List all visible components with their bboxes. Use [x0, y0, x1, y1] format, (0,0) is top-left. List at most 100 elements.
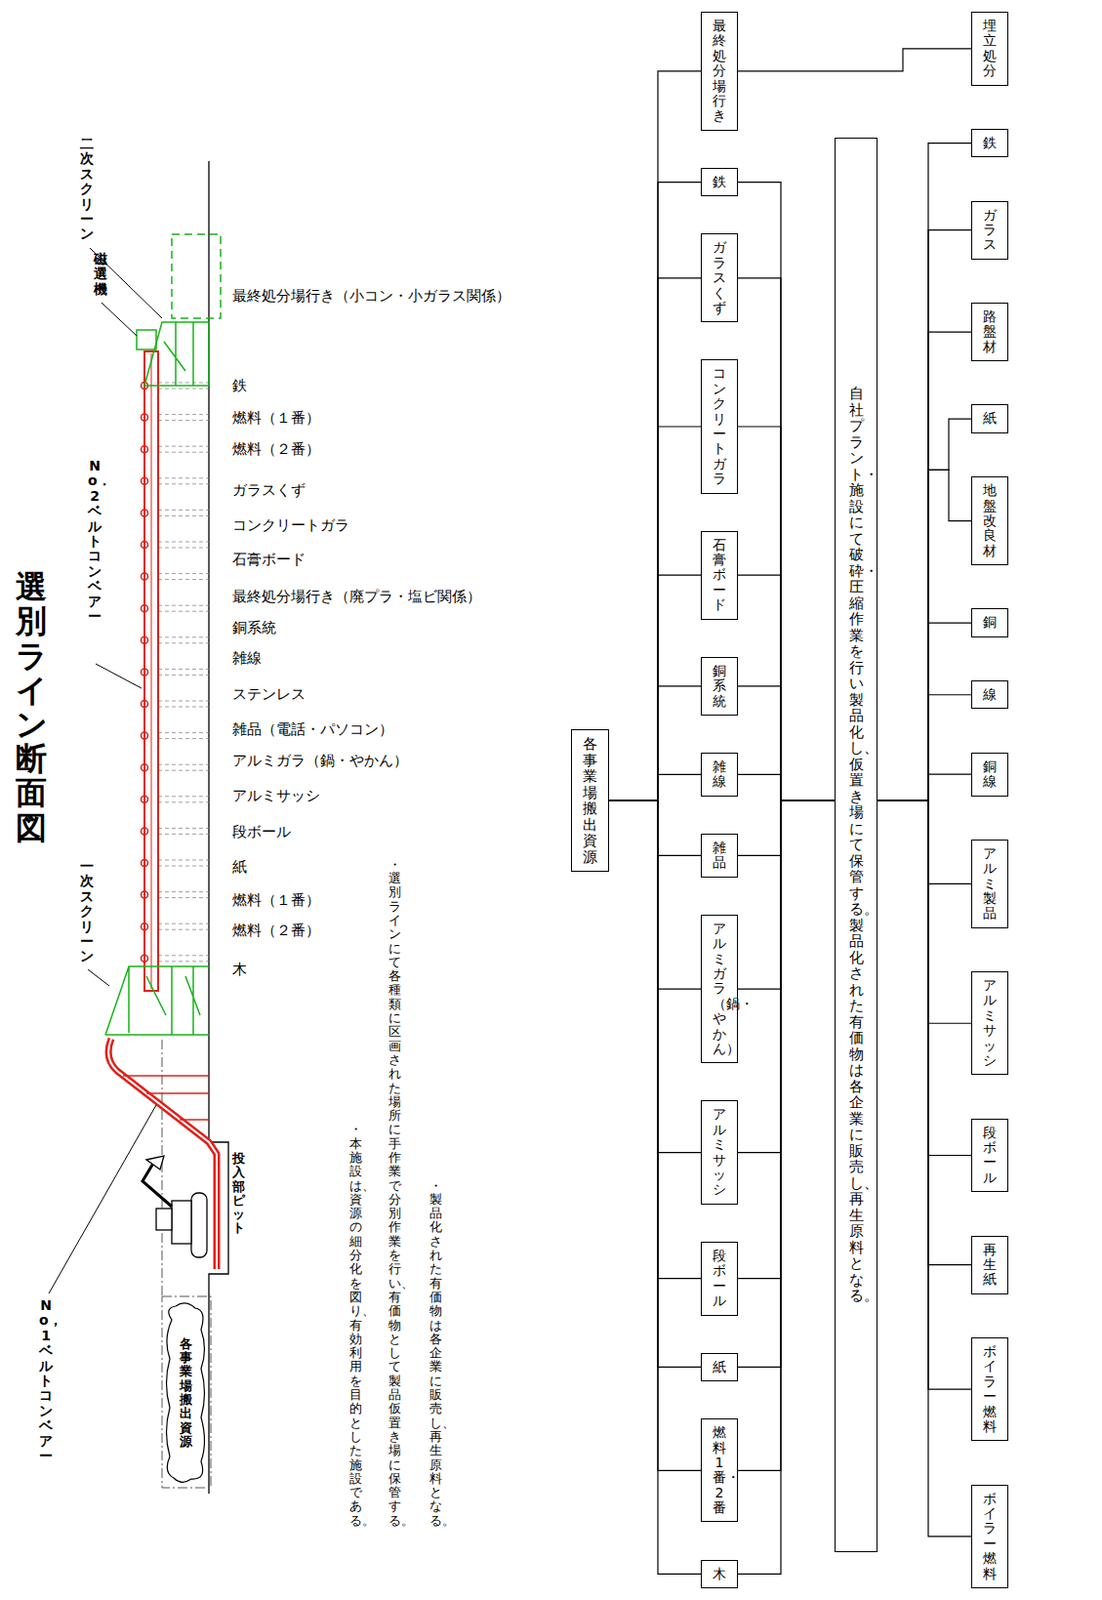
node-text: 銅線: [982, 759, 997, 790]
ground-line: [208, 161, 229, 1494]
connector-line: [609, 426, 702, 801]
node-text: 石膏 ボード: [712, 537, 727, 613]
process-band: 自社プラント・施設にて破砕・圧縮作業を行い製品化し、仮置き場にて保管する。製品化…: [834, 137, 878, 1552]
connector-line: [737, 774, 835, 801]
note-text: ・製品化された有価物は各企業に販売し、再生原料となる。: [429, 1179, 443, 1528]
node-text: 銅: [982, 614, 997, 630]
connector-line: [737, 800, 835, 1367]
connector-line: [609, 71, 702, 801]
leader-lines: [48, 247, 163, 1294]
callout-label: 投入部ピット: [232, 1151, 245, 1236]
station-label: 燃料（２番）: [232, 921, 321, 939]
product-box: 地盤改良材: [971, 476, 1009, 566]
callout-label: 二次スクリーン: [80, 136, 94, 243]
connector-line: [877, 800, 972, 1266]
node-text: ボイラー燃料: [982, 1491, 997, 1582]
category-box: 段ボール: [700, 1241, 738, 1316]
connector-line: [609, 800, 702, 1279]
connector-line: [609, 574, 702, 801]
stock-area-outline: [162, 1296, 211, 1488]
connector-line: [877, 143, 972, 801]
node-text: 段ボール: [712, 1248, 727, 1309]
connector-line: [609, 800, 702, 1470]
product-box: 鉄: [971, 128, 1009, 158]
station-label: 鉄: [232, 376, 247, 395]
connector-line: [877, 331, 972, 801]
node-text: アルミガラ （鍋・やかん）: [712, 921, 727, 1058]
connector-line: [737, 278, 835, 801]
node-text: アルミサッシ: [982, 978, 997, 1068]
product-box: ガラス: [971, 201, 1009, 260]
connector-line: [877, 469, 972, 801]
connector-line: [609, 278, 702, 801]
node-text: 線: [982, 687, 997, 702]
station-label: 石膏ボード: [232, 550, 306, 569]
node-text: 鉄: [712, 174, 727, 190]
station-label: 燃料（１番）: [232, 408, 321, 427]
connector-line: [877, 774, 972, 801]
connector-line: [877, 800, 972, 1537]
connector-line: [737, 426, 835, 801]
station-label: 紙: [232, 857, 247, 876]
belt-conveyor-2: [144, 351, 159, 991]
category-box: 銅系統: [700, 656, 738, 716]
node-text: 路盤材: [982, 309, 997, 355]
node-text: 雑品: [712, 840, 727, 871]
product-box: アルミサッシ: [971, 971, 1009, 1075]
belt-conveyor-1: [108, 1038, 217, 1269]
product-box: 線: [971, 680, 1009, 709]
connector-line: [737, 182, 835, 801]
category-box: アルミサッシ: [700, 1100, 738, 1204]
belt-conveyor-2-belt: [151, 353, 153, 989]
node-text: 各事業場搬出資源: [582, 735, 598, 865]
connector-line: [877, 418, 972, 801]
station-label: ステンレス: [232, 685, 306, 703]
product-box: 紙: [971, 404, 1009, 433]
connector-line: [877, 800, 972, 1023]
node-text: 地盤改良材: [982, 483, 997, 559]
product-box: 銅: [971, 608, 1009, 637]
node-text: ボイラー燃料: [982, 1344, 997, 1434]
product-box: ボイラー燃料: [971, 1337, 1009, 1441]
callout-label: 一次スクリーン: [80, 858, 94, 965]
callout-label: 磁選機: [93, 251, 108, 297]
node-text: 最終処分場 行き: [712, 18, 727, 124]
connector-line: [737, 686, 835, 801]
product-box: 再生紙: [971, 1235, 1009, 1295]
station-label: 燃料（２番）: [232, 440, 321, 458]
station-label: 段ボール: [232, 822, 291, 841]
node-text: 紙: [712, 1359, 727, 1375]
node-text: ガラス くず: [712, 240, 727, 316]
connector-line: [737, 800, 835, 1574]
callout-label: No，1 ベルトコンベアー: [39, 1298, 53, 1464]
connector-line: [609, 800, 702, 1574]
connector-line: [877, 230, 972, 801]
station-label: コンクリートガラ: [232, 516, 350, 534]
node-text: 燃料 1番・2番: [712, 1425, 727, 1515]
product-box: アルミ製品: [971, 839, 1009, 929]
primary-screen: [105, 966, 209, 1035]
station-label: 燃料（１番）: [232, 891, 321, 909]
connector-line: [737, 48, 972, 72]
connector-line: [737, 800, 835, 856]
excavator: [142, 1155, 207, 1258]
connector-line: [609, 686, 702, 801]
category-box: 最終処分場 行き: [700, 11, 738, 131]
category-box: 雑線: [700, 752, 738, 797]
product-box: ボイラー燃料: [971, 1484, 1009, 1589]
connector-line: [737, 800, 835, 989]
category-box: 雑品: [700, 833, 738, 878]
belt-conveyor-1-inner: [108, 1038, 217, 1269]
node-text: 紙: [982, 410, 997, 426]
station-label: ガラスくず: [232, 481, 306, 499]
connector-line: [609, 774, 702, 801]
node-text: 埋立処分: [982, 18, 997, 80]
node-text: アルミサッシ: [712, 1106, 727, 1197]
station-label: 最終処分場行き（小コン・小ガラス関係）: [232, 286, 511, 305]
ground-profile: [208, 161, 229, 1494]
connector-line: [609, 182, 702, 801]
connector-line: [877, 800, 972, 1389]
node-text: 自社プラント・施設にて破砕・圧縮作業を行い製品化し、仮置き場にて保管する。製品化…: [849, 385, 864, 1305]
node-text: 鉄: [982, 135, 997, 151]
